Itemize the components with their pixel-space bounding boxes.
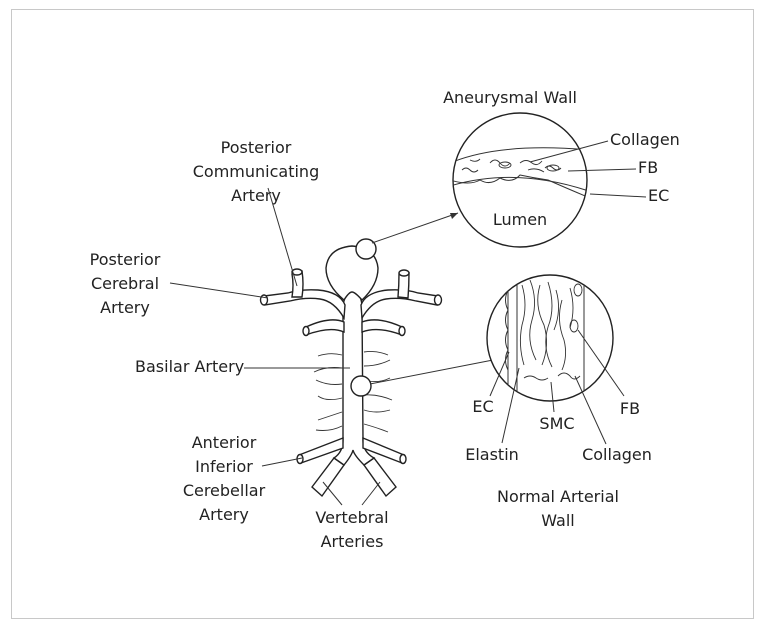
aneurysmal-wall-inset: Lumen: [450, 113, 600, 247]
sca-left: [306, 320, 344, 335]
normal-wall-inset: [487, 275, 613, 401]
pcom-label-line2: Communicating: [193, 162, 319, 181]
pcom-label-line3: Artery: [231, 186, 281, 205]
aica-label-line4: Artery: [199, 505, 249, 524]
lumen-label: Lumen: [493, 210, 547, 229]
normal-collagen-label: Collagen: [582, 445, 652, 464]
basilar-label: Basilar Artery: [135, 357, 244, 376]
normal-wall-zoom-marker: [351, 376, 371, 396]
aneurysm-collagen-label: Collagen: [610, 130, 680, 149]
normal-ec-label: EC: [472, 397, 493, 416]
aica-label-line3: Cerebellar: [183, 481, 266, 500]
sca-right: [362, 320, 402, 335]
aica-label-line2: Inferior: [195, 457, 253, 476]
normal-smc-label: SMC: [539, 414, 574, 433]
pca-label-line3: Artery: [100, 298, 150, 317]
aneurysm-ec-label: EC: [648, 186, 669, 205]
vertebral-label-line1: Vertebral: [315, 508, 388, 527]
normal-wall-title-line1: Normal Arterial: [497, 487, 619, 506]
pca-label-line1: Posterior: [90, 250, 161, 269]
vertebral-artery-right: [364, 458, 396, 496]
aica-label-line1: Anterior: [192, 433, 257, 452]
pcom-label-line1: Posterior: [221, 138, 292, 157]
aneurysmal-wall-title: Aneurysmal Wall: [443, 88, 577, 107]
normal-fb-label: FB: [620, 399, 640, 418]
vertebral-artery-left: [312, 458, 344, 496]
normal-wall-zoom-line: [370, 360, 493, 384]
normal-wall-title-line2: Wall: [541, 511, 575, 530]
pcom-right: [398, 273, 409, 298]
pca-left: [264, 290, 345, 318]
aneurysm-zoom-marker: [356, 239, 376, 259]
aneurysm-fb-label: FB: [638, 158, 658, 177]
aneurysm-zoom-line: [372, 213, 458, 243]
normal-elastin-label: Elastin: [465, 445, 519, 464]
vertebral-label-line2: Arteries: [321, 532, 384, 551]
pca-label-line2: Cerebral: [91, 274, 159, 293]
